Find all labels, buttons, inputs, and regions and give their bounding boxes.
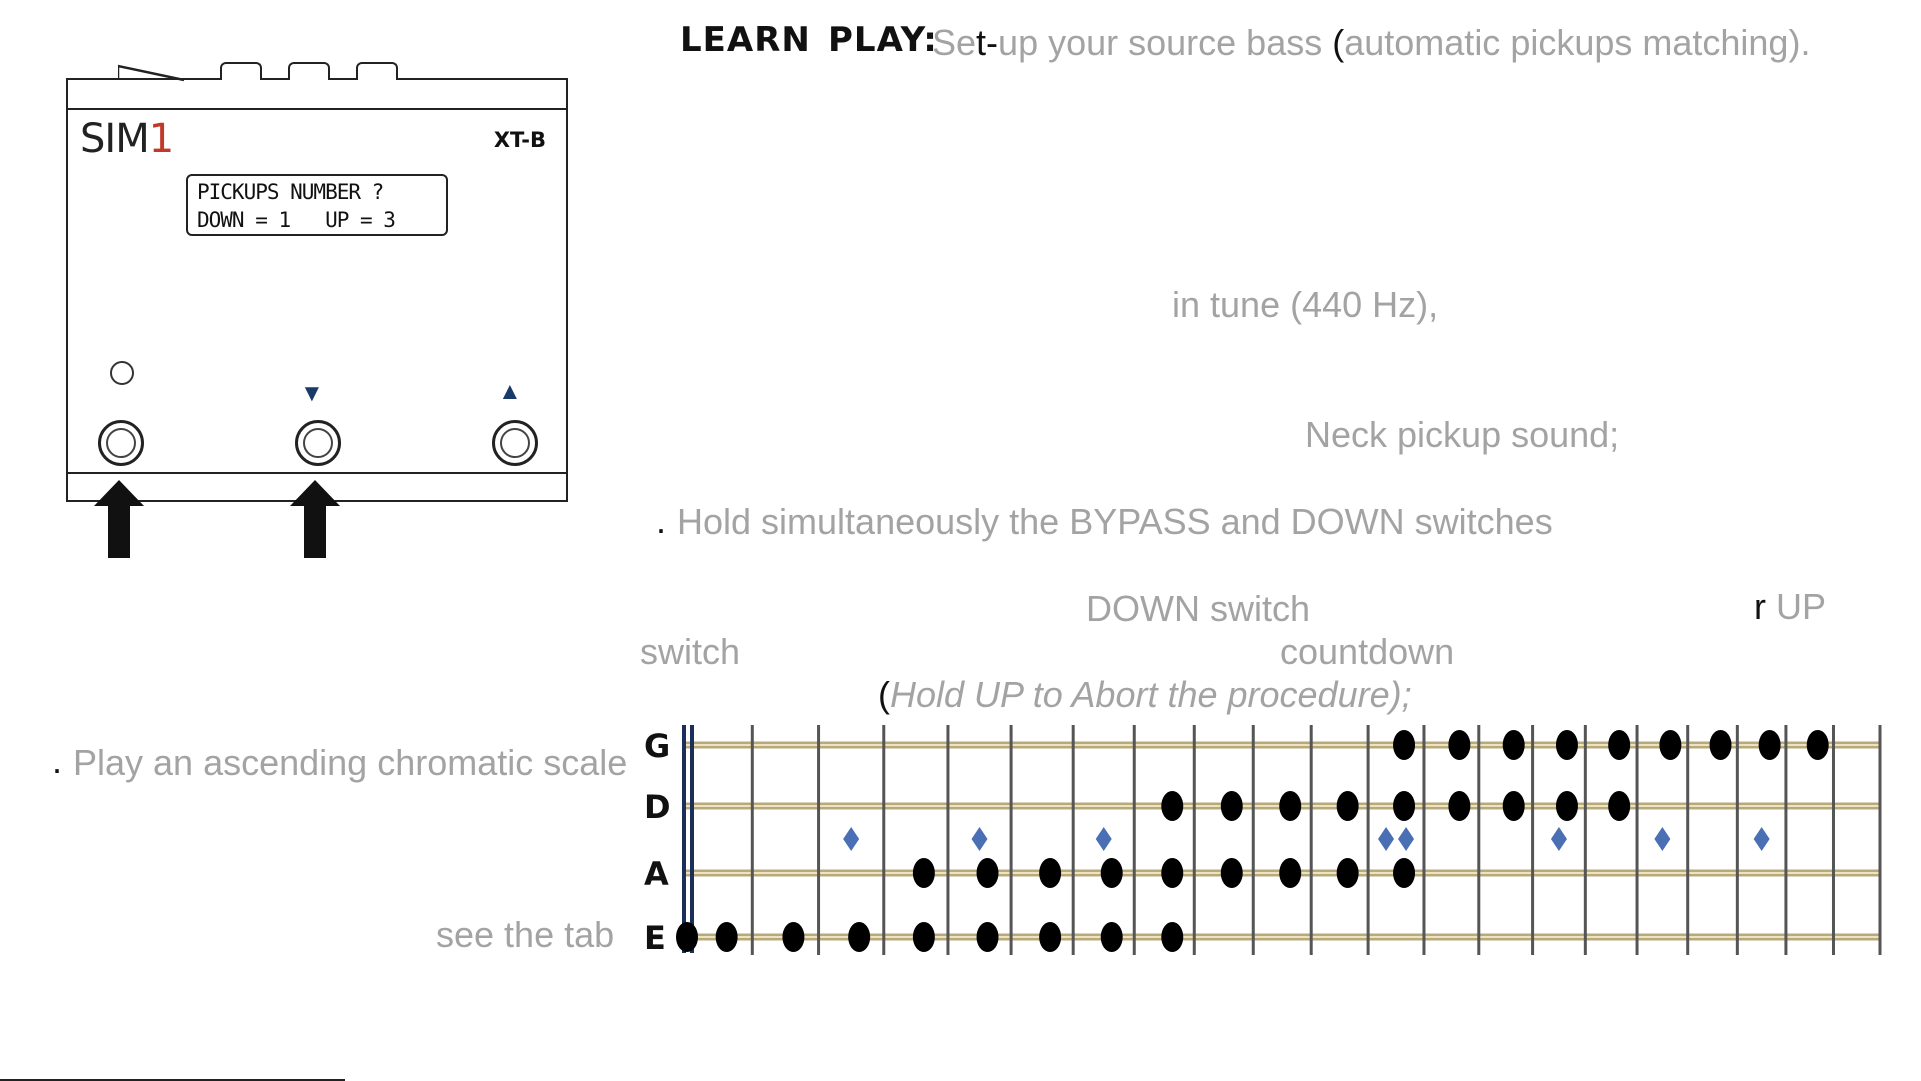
note-dot bbox=[1806, 730, 1829, 760]
hold-text: Hold simultaneously the BYPASS and DOWN … bbox=[677, 501, 1553, 542]
cable-wedge bbox=[118, 64, 185, 82]
note-dot bbox=[782, 922, 805, 952]
countdown-text: countdown bbox=[1280, 631, 1455, 672]
note-dot bbox=[1555, 791, 1578, 821]
pedal-device: SIM1 XT-B PICKUPS NUMBER ? DOWN = 1 UP =… bbox=[66, 62, 568, 502]
note-dot bbox=[1608, 730, 1631, 760]
note-dot bbox=[1555, 730, 1578, 760]
jack-1 bbox=[220, 62, 262, 80]
note-dot bbox=[676, 922, 698, 952]
up-footswitch[interactable] bbox=[492, 420, 538, 466]
note-dot bbox=[715, 922, 738, 952]
neck-text: Neck pickup sound; bbox=[1305, 414, 1620, 455]
inlay-marker bbox=[843, 827, 860, 851]
nut-bar bbox=[682, 725, 686, 953]
learn-label: LEARN bbox=[680, 20, 811, 60]
bottom-rule bbox=[0, 1079, 345, 1081]
title-part: Se bbox=[932, 22, 977, 63]
note-dot bbox=[1393, 791, 1416, 821]
note-dot bbox=[912, 922, 935, 952]
note-dot bbox=[1161, 858, 1184, 888]
inlay-marker bbox=[1654, 827, 1671, 851]
scale-text: Play an ascending chromatic scale bbox=[73, 742, 628, 783]
note-dot bbox=[1393, 730, 1416, 760]
note-dot bbox=[1336, 791, 1359, 821]
string-label-E: E bbox=[644, 919, 666, 955]
note-dot bbox=[976, 922, 999, 952]
inlay-marker bbox=[1753, 827, 1770, 851]
arrow-up-icon bbox=[290, 480, 340, 558]
string-label-G: G bbox=[644, 727, 670, 765]
note-dot bbox=[1161, 791, 1184, 821]
lcd-line-1: PICKUPS NUMBER ? bbox=[197, 180, 384, 204]
pedal-bottom-divider bbox=[68, 472, 566, 474]
note-dot bbox=[1279, 791, 1302, 821]
note-dot bbox=[976, 858, 999, 888]
nut-bar bbox=[690, 725, 694, 953]
note-dot bbox=[1100, 858, 1123, 888]
string-label-A: A bbox=[644, 855, 669, 893]
lcd-line-2: DOWN = 1 UP = 3 bbox=[197, 208, 396, 232]
note-dot bbox=[1039, 922, 1062, 952]
title-part: up your source bass bbox=[998, 22, 1333, 63]
title-part-dark: t- bbox=[976, 22, 999, 63]
note-dot bbox=[848, 922, 871, 952]
play-label: PLAY: bbox=[828, 20, 938, 60]
note-dot bbox=[1448, 791, 1471, 821]
note-dot bbox=[1502, 791, 1525, 821]
inlay-marker bbox=[1378, 827, 1395, 851]
lcd-display: PICKUPS NUMBER ? DOWN = 1 UP = 3 bbox=[186, 174, 448, 236]
pedal-top-divider bbox=[68, 108, 566, 110]
inlay-marker bbox=[1550, 827, 1567, 851]
jack-2 bbox=[288, 62, 330, 80]
inlay-marker bbox=[1095, 827, 1112, 851]
note-dot bbox=[1502, 730, 1525, 760]
brand-logo: SIM1 bbox=[80, 116, 174, 162]
down-footswitch[interactable] bbox=[295, 420, 341, 466]
bullet: . bbox=[656, 500, 667, 541]
note-dot bbox=[912, 858, 935, 888]
model-label: XT-B bbox=[493, 128, 546, 152]
up-text: r UP bbox=[1754, 586, 1827, 627]
note-dot bbox=[1220, 858, 1243, 888]
note-dot bbox=[1448, 730, 1471, 760]
arrow-up-icon bbox=[94, 480, 144, 558]
up-triangle-icon: ▲ bbox=[498, 378, 522, 405]
inlay-marker bbox=[1398, 827, 1415, 851]
note-dot bbox=[1709, 730, 1732, 760]
note-dot bbox=[1393, 858, 1416, 888]
note-dot bbox=[1279, 858, 1302, 888]
note-dot bbox=[1336, 858, 1359, 888]
note-dot bbox=[1039, 858, 1062, 888]
down-switch-text: DOWN switch bbox=[1086, 588, 1310, 629]
tune-text: in tune (440 Hz), bbox=[1172, 284, 1439, 325]
note-dot bbox=[1659, 730, 1682, 760]
title-paren: ( bbox=[1332, 22, 1345, 63]
note-dot bbox=[1161, 922, 1184, 952]
bypass-led bbox=[110, 361, 134, 385]
inlay-marker bbox=[971, 827, 988, 851]
bullet: . bbox=[52, 740, 63, 781]
note-dot bbox=[1608, 791, 1631, 821]
switch-text: switch bbox=[640, 631, 741, 672]
bypass-footswitch[interactable] bbox=[98, 420, 144, 466]
note-dot bbox=[1220, 791, 1243, 821]
string-label-D: D bbox=[644, 788, 671, 826]
down-triangle-icon: ▼ bbox=[300, 380, 324, 407]
title-part: automatic pickups matching). bbox=[1344, 22, 1811, 63]
abort-text: (Hold UP to Abort the procedure); bbox=[878, 674, 1412, 715]
note-dot bbox=[1758, 730, 1781, 760]
note-dot bbox=[1100, 922, 1123, 952]
page-title: Set-up your source bass (automatic picku… bbox=[932, 22, 1810, 64]
jack-3 bbox=[356, 62, 398, 80]
see-tab-text: see the tab bbox=[436, 914, 615, 955]
